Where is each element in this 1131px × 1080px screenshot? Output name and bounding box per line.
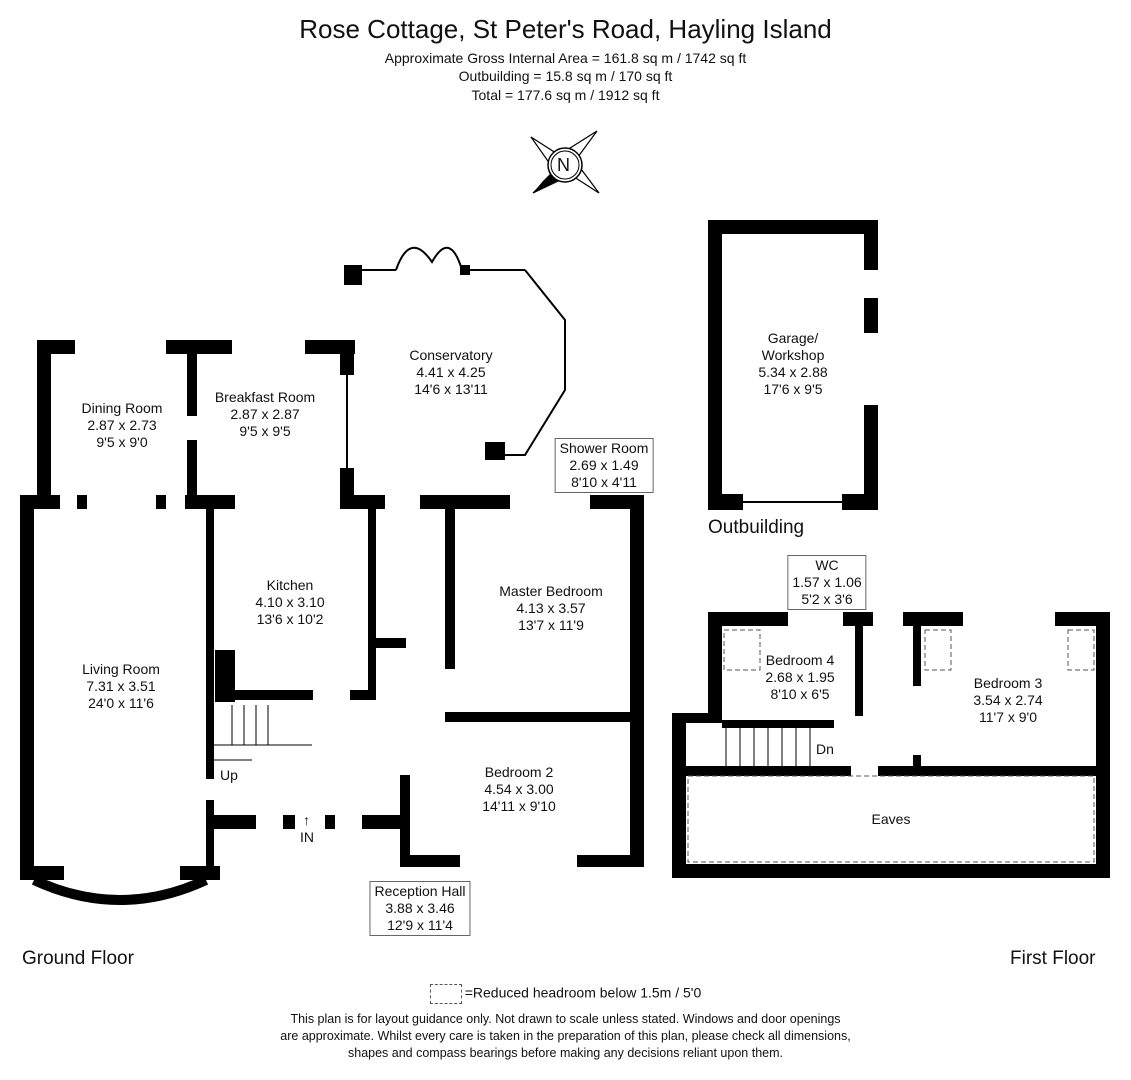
room-bedroom-4: Bedroom 4 2.68 x 1.95 8'10 x 6'5 (765, 652, 834, 703)
compass-rose-icon (530, 130, 600, 194)
disclaimer-line-1: This plan is for layout guidance only. N… (290, 1012, 841, 1026)
total-area: Total = 177.6 sq m / 1912 sq ft (471, 87, 660, 103)
first-floor-walls (672, 612, 1110, 878)
page-title: Rose Cottage, St Peter's Road, Hayling I… (299, 14, 832, 44)
room-imperial: 11'7 x 9'0 (978, 709, 1038, 725)
outbuilding-walls (708, 220, 878, 510)
first-floor-label: First Floor (1010, 948, 1096, 969)
room-imperial: 12'9 x 11'4 (387, 917, 453, 933)
dashed-box-icon (429, 984, 462, 1004)
room-imperial: 24'0 x 11'6 (88, 695, 154, 711)
room-metric: 2.69 x 1.49 (569, 457, 639, 473)
room-bedroom-3: Bedroom 3 3.54 x 2.74 11'7 x 9'0 (973, 675, 1042, 726)
room-metric: 2.68 x 1.95 (765, 669, 835, 685)
room-metric: 2.87 x 2.73 (87, 417, 157, 433)
gross-internal-area: Approximate Gross Internal Area = 161.8 … (384, 50, 747, 66)
room-name: Conservatory (409, 347, 493, 363)
room-dining-room: Dining Room 2.87 x 2.73 9'5 x 9'0 (82, 400, 163, 451)
room-bedroom-2: Bedroom 2 4.54 x 3.00 14'11 x 9'10 (482, 764, 556, 815)
compass-north-label: N (557, 155, 570, 175)
room-imperial: 17'6 x 9'5 (763, 381, 823, 397)
room-imperial: 14'6 x 13'11 (414, 381, 488, 397)
conservatory-glazing (346, 246, 566, 468)
room-name: Master Bedroom (499, 583, 603, 599)
room-master-bedroom: Master Bedroom 4.13 x 3.57 13'7 x 11'9 (499, 583, 602, 634)
room-metric: 4.13 x 3.57 (516, 600, 586, 616)
room-conservatory: Conservatory 4.41 x 4.25 14'6 x 13'11 (409, 347, 492, 398)
room-kitchen: Kitchen 4.10 x 3.10 13'6 x 10'2 (255, 577, 324, 628)
room-imperial: 9'5 x 9'5 (239, 423, 291, 439)
room-name: Bedroom 4 (765, 652, 835, 668)
room-name: Bedroom 2 (484, 764, 554, 780)
ground-stairs (214, 705, 312, 761)
room-name: Reception Hall (374, 883, 466, 899)
room-name: WC (815, 557, 839, 573)
room-shower-room: Shower Room 2.69 x 1.49 8'10 x 4'11 (554, 438, 654, 493)
room-imperial: 5'2 x 3'6 (801, 591, 853, 607)
room-reception-hall: Reception Hall 3.88 x 3.46 12'9 x 11'4 (369, 881, 471, 936)
entrance-label: IN (300, 829, 314, 845)
reduced-headroom-areas (687, 629, 1095, 863)
legend: =Reduced headroom below 1.5m / 5'0 (0, 984, 1131, 1004)
room-name: Eaves (871, 811, 911, 827)
room-living-room: Living Room 7.31 x 3.51 24'0 x 11'6 (82, 661, 160, 712)
room-eaves: Eaves (872, 811, 911, 828)
room-wc: WC 1.57 x 1.06 5'2 x 3'6 (787, 555, 867, 610)
outbuilding-label: Outbuilding (708, 517, 805, 538)
room-metric: 3.88 x 3.46 (385, 900, 455, 916)
room-imperial: 14'11 x 9'10 (482, 798, 556, 814)
outbuilding-area: Outbuilding = 15.8 sq m / 170 sq ft (458, 68, 673, 84)
legend-text: =Reduced headroom below 1.5m / 5'0 (464, 984, 702, 1001)
room-metric: 4.10 x 3.10 (255, 594, 325, 610)
room-metric: 3.54 x 2.74 (973, 692, 1043, 708)
room-imperial: 13'7 x 11'9 (518, 617, 584, 633)
room-metric: 4.54 x 3.00 (484, 781, 554, 797)
disclaimer-line-3: shapes and compass bearings before makin… (348, 1046, 783, 1060)
room-garage-workshop: Garage/ Workshop 5.34 x 2.88 17'6 x 9'5 (758, 330, 827, 398)
room-name-line2: Workshop (761, 347, 825, 363)
room-name: Dining Room (81, 400, 163, 416)
first-floor-stairs (725, 728, 811, 766)
room-imperial: 8'10 x 4'11 (571, 474, 637, 490)
room-metric: 4.41 x 4.25 (416, 364, 486, 380)
ground-floor-walls (20, 265, 644, 880)
room-metric: 5.34 x 2.88 (758, 364, 828, 380)
disclaimer-line-2: are approximate. Whilst every care is ta… (280, 1029, 851, 1043)
room-metric: 7.31 x 3.51 (86, 678, 156, 694)
room-name: Garage/ (767, 330, 819, 346)
room-name: Living Room (82, 661, 160, 677)
room-name: Breakfast Room (214, 389, 316, 405)
ground-floor-label: Ground Floor (22, 948, 134, 969)
stairs-down-label: Dn (816, 741, 834, 757)
room-metric: 1.57 x 1.06 (792, 574, 862, 590)
room-imperial: 9'5 x 9'0 (96, 434, 148, 450)
room-imperial: 8'10 x 6'5 (770, 686, 830, 702)
room-name: Kitchen (266, 577, 314, 593)
room-imperial: 13'6 x 10'2 (256, 611, 324, 627)
room-name: Bedroom 3 (973, 675, 1043, 691)
room-breakfast-room: Breakfast Room 2.87 x 2.87 9'5 x 9'5 (215, 389, 315, 440)
entrance-arrow-icon: ↑ (303, 812, 310, 828)
room-metric: 2.87 x 2.87 (230, 406, 300, 422)
stairs-up-label: Up (220, 767, 238, 783)
room-name: Shower Room (559, 440, 649, 456)
